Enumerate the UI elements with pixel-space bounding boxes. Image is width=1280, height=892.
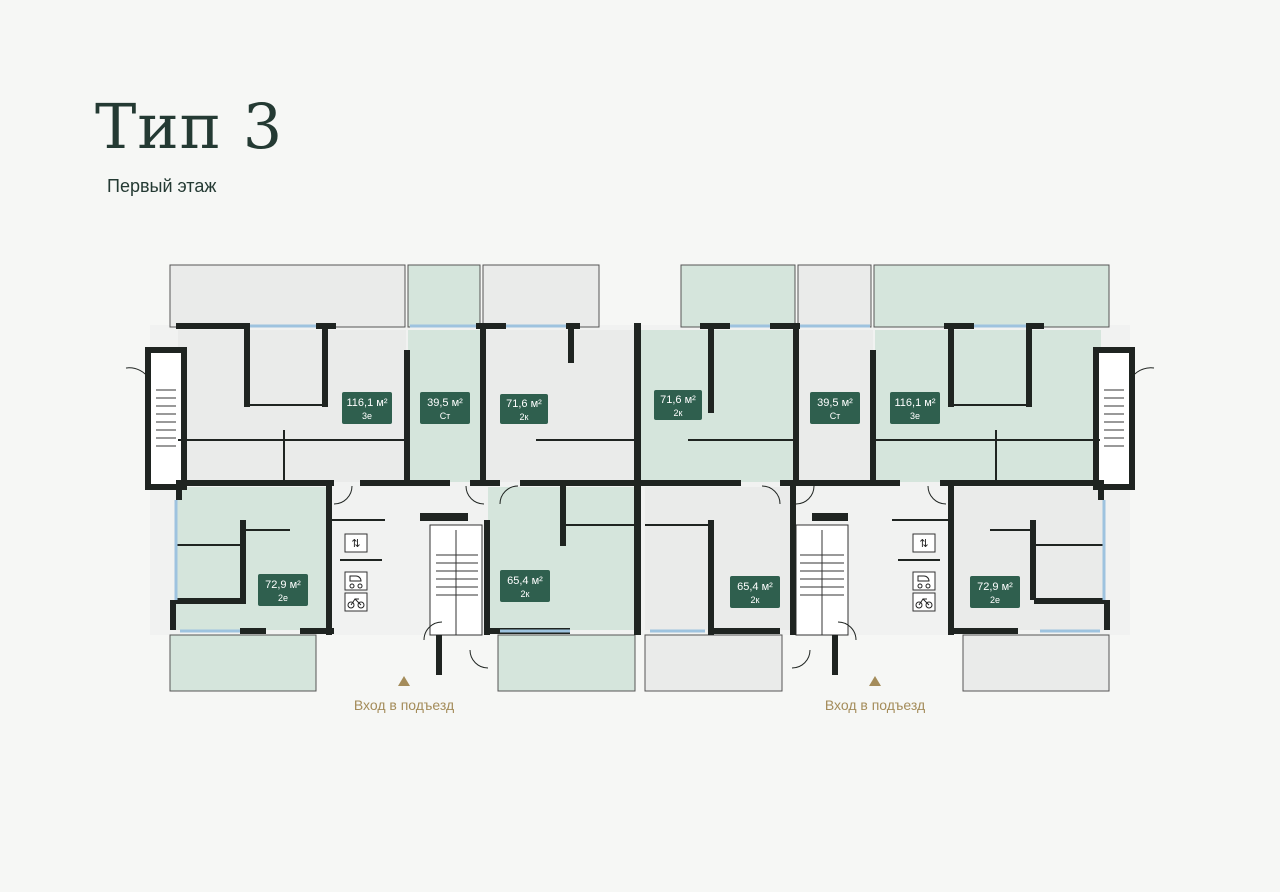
svg-text:2е: 2е <box>990 595 1000 605</box>
terrace <box>680 264 796 328</box>
svg-text:65,4 м²: 65,4 м² <box>507 575 543 587</box>
terrace <box>169 634 317 692</box>
svg-text:2к: 2к <box>751 595 760 605</box>
svg-text:39,5 м²: 39,5 м² <box>427 397 463 409</box>
apartment-label[interactable]: 39,5 м² Ст <box>420 392 470 424</box>
apartment-area <box>645 487 793 630</box>
terrace <box>873 264 1110 328</box>
entrance-marker-icon <box>869 676 881 686</box>
svg-text:2к: 2к <box>520 412 529 422</box>
stroller-icon <box>344 571 368 591</box>
elevator-icon: ⇅ <box>344 533 368 553</box>
svg-text:116,1 м²: 116,1 м² <box>895 397 936 409</box>
outer-stair <box>145 347 187 490</box>
terrace <box>797 264 872 328</box>
terrace <box>407 264 481 328</box>
walls <box>170 323 1110 675</box>
svg-text:72,9 м²: 72,9 м² <box>977 581 1013 593</box>
svg-text:2к: 2к <box>521 589 530 599</box>
apartment-label[interactable]: 71,6 м² 2к <box>654 390 702 420</box>
svg-text:2к: 2к <box>674 408 683 418</box>
page-title: Тип 3 <box>95 90 284 163</box>
svg-text:2е: 2е <box>278 593 288 603</box>
apartment-area <box>952 487 1104 630</box>
svg-text:Ст: Ст <box>440 411 451 421</box>
svg-text:71,6 м²: 71,6 м² <box>506 398 542 410</box>
outer-stair <box>1093 347 1135 490</box>
apartment-label[interactable]: 72,9 м² 2е <box>258 574 308 606</box>
terrace <box>497 634 636 692</box>
svg-text:3е: 3е <box>910 411 920 421</box>
entrance-label: Вход в подъезд <box>825 697 925 713</box>
stroller-icon <box>912 571 936 591</box>
svg-text:39,5 м²: 39,5 м² <box>817 397 853 409</box>
apartment-label[interactable]: 72,9 м² 2е <box>970 576 1020 608</box>
apartment-label[interactable]: 39,5 м² Ст <box>810 392 860 424</box>
bicycle-icon <box>912 592 936 612</box>
bicycle-icon <box>344 592 368 612</box>
apartment-label[interactable]: 65,4 м² 2к <box>500 570 550 602</box>
svg-text:65,4 м²: 65,4 м² <box>737 581 773 593</box>
apartment-area <box>176 487 328 630</box>
entrance-label: Вход в подъезд <box>354 697 454 713</box>
elevator-icon: ⇅ <box>912 533 936 553</box>
terrace <box>169 264 406 328</box>
terrace <box>482 264 600 328</box>
svg-text:116,1 м²: 116,1 м² <box>347 397 388 409</box>
svg-text:⇅: ⇅ <box>351 537 360 550</box>
terrace <box>644 634 783 692</box>
svg-text:⇅: ⇅ <box>919 537 928 550</box>
svg-text:71,6 м²: 71,6 м² <box>660 394 696 406</box>
svg-text:72,9 м²: 72,9 м² <box>265 579 301 591</box>
terrace <box>962 634 1110 692</box>
apartment-label[interactable]: 116,1 м² 3е <box>890 392 940 424</box>
apartment-label[interactable]: 116,1 м² 3е <box>342 392 392 424</box>
svg-text:Ст: Ст <box>830 411 841 421</box>
apartment-label[interactable]: 65,4 м² 2к <box>730 576 780 608</box>
apartment-label[interactable]: 71,6 м² 2к <box>500 394 548 424</box>
page-subtitle: Первый этаж <box>107 176 217 196</box>
svg-text:3е: 3е <box>362 411 372 421</box>
entrance-marker-icon <box>398 676 410 686</box>
